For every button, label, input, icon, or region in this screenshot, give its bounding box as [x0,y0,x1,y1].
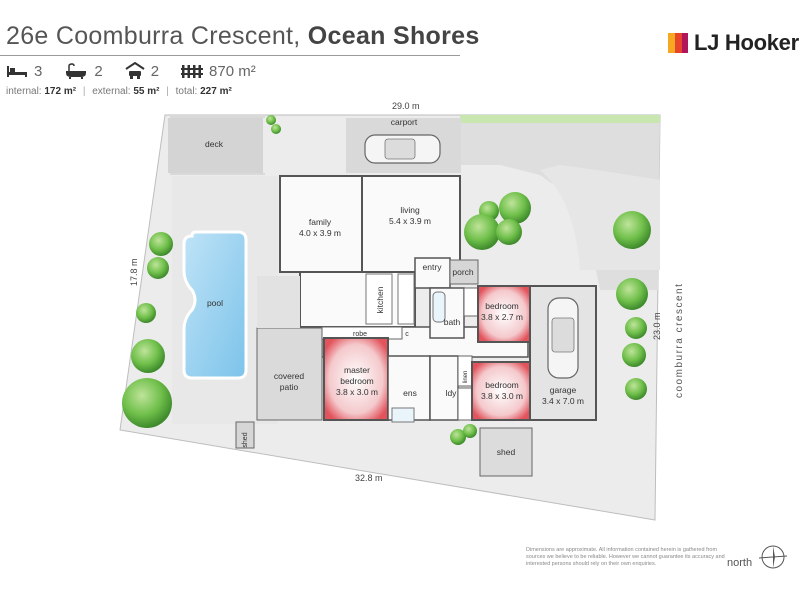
total-value: 227 m² [200,86,232,97]
porch-area [449,259,479,285]
bedrooms-count: 3 [34,62,43,80]
label-c: c [405,331,409,338]
laundry [429,355,459,421]
label-living: living [400,205,420,215]
label-ens: ens [403,388,417,398]
lj-hooker-logo: LJ Hooker [668,30,799,56]
shed-right [479,427,533,477]
property-address: 26e Coomburra Crescent, Ocean Shores [6,22,480,51]
label-garage: garage [550,385,577,395]
garage-icon [125,62,145,79]
bath-icon [66,63,87,79]
label-covered: covered [274,371,305,381]
bed-icon [7,66,27,77]
label-linen: linen [463,371,469,384]
dimension-top: 29.0 m [392,101,420,111]
label-bedroom-three: bedroom [485,380,519,390]
street-address: 26e Coomburra Crescent, [6,22,301,50]
north-lawn [460,115,660,123]
external-label: external: [92,86,131,97]
floor-areas: internal: 172 m² | external: 55 m² | tot… [6,86,232,97]
suburb: Ocean Shores [307,22,480,50]
ensuite-shower [391,407,415,423]
fence-icon [181,65,204,78]
label-ldy: ldy [446,388,458,398]
property-stats: 3 2 2 [6,60,278,82]
robe-cupboard [457,387,473,421]
total-label: total: [175,86,198,97]
label-shed-right: shed [497,447,516,457]
bathrooms-stat: 2 [64,62,103,80]
internal-label: internal: [6,86,42,97]
label-master-size: 3.8 x 3.0 m [336,387,378,397]
cars-count: 2 [150,62,160,80]
bathrooms-count: 2 [94,62,103,80]
floor-plan: 29.0 m 17.8 m 23.0 m 32.8 m coomburra cr… [119,101,685,521]
trees [122,115,651,445]
label-patio: patio [280,382,299,392]
kitchen-island [397,273,415,325]
label-shed-left: shed [242,432,249,447]
living-room [361,175,461,273]
patio-side [257,276,300,328]
garage-car-icon [547,297,579,379]
label-porch: porch [452,267,474,277]
label-family-size: 4.0 x 3.9 m [299,228,341,238]
label-robe: robe [353,331,367,338]
street-name: coomburra crescent [674,283,685,398]
dimension-bottom: 32.8 m [355,473,383,483]
shed-left [235,421,255,449]
bath-tub [432,291,446,323]
bedroom-two [477,285,531,343]
label-bedroom-three-size: 3.8 x 3.0 m [481,391,523,401]
internal-value: 172 m² [44,86,77,97]
deck-area [168,118,263,173]
label-living-size: 5.4 x 3.9 m [389,216,431,226]
disclaimer: Dimensions are approximate. All informat… [526,547,725,567]
header: 26e Coomburra Crescent, Ocean Shores 3 2 [0,0,800,100]
covered-patio-area [256,327,323,421]
land-stat: 870 m² [181,63,256,80]
dimension-right: 23.0 m [652,312,662,340]
label-deck: deck [205,139,224,149]
kitchen-bench [365,273,393,325]
entry-hall [414,257,451,289]
external-value: 55 m² [133,86,160,97]
north-indicator: north [727,541,789,571]
land-area: 870 m² [209,62,256,80]
master-bedroom [323,337,389,421]
label-bath: bath [444,317,461,327]
bedrooms-stat: 3 [6,63,42,80]
label-pool: pool [207,298,223,308]
label-kitchen: kitchen [375,286,385,313]
label-bedroom-two-size: 3.8 x 2.7 m [481,312,523,322]
label-garage-size: 3.4 x 7.0 m [542,396,584,406]
north-label: north [727,557,753,569]
label-family: family [309,217,332,227]
label-bedroom-two: bedroom [485,301,519,311]
robe-cupboard-2 [463,287,479,317]
carport-car-icon [364,134,441,164]
compass-icon [759,545,787,569]
label-master-bedroom: bedroom [340,376,374,386]
logo-mark-icon [668,33,688,53]
pool-shape [182,230,248,380]
label-entry: entry [423,262,443,272]
brand-name: LJ Hooker [694,30,799,55]
label-master: master [344,365,370,375]
cars-stat: 2 [125,62,159,80]
header-divider [0,55,460,56]
label-carport: carport [391,117,418,127]
dimension-left: 17.8 m [129,258,139,286]
